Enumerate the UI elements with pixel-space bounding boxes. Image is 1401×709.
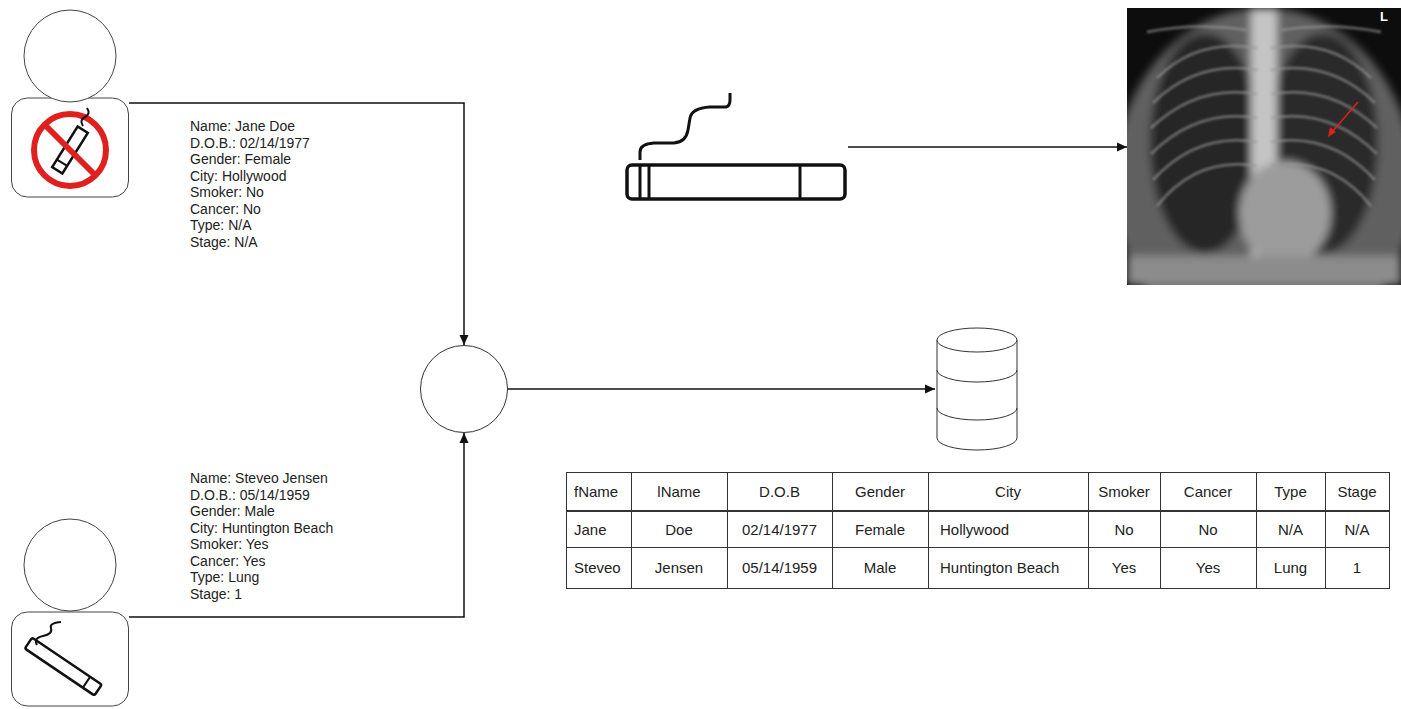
record-fields: Name: Jane DoeD.O.B.: 02/14/1977Gender: …	[190, 118, 310, 250]
arrowhead	[460, 433, 469, 443]
table-header: lName	[631, 472, 727, 511]
table-cell: Yes	[1160, 547, 1256, 588]
table-cell: Steveo	[566, 547, 631, 588]
database-cylinder	[935, 326, 1019, 452]
table-cell: Female	[832, 511, 928, 547]
table-header: D.O.B	[727, 472, 832, 511]
table-cell: Yes	[1088, 547, 1160, 588]
record-field: Stage: 1	[190, 586, 333, 603]
flow-connector	[508, 385, 935, 394]
table-cell: Male	[832, 547, 928, 588]
table-cell: Huntington Beach	[928, 547, 1088, 588]
table-cell: Lung	[1256, 547, 1325, 588]
arrowhead	[925, 385, 935, 394]
person-icon-graphic	[11, 517, 129, 709]
arrowhead	[460, 335, 469, 345]
connector-line	[508, 388, 935, 390]
table-cell: 1	[1325, 547, 1389, 588]
table-cell: No	[1088, 511, 1160, 547]
table-cell: No	[1160, 511, 1256, 547]
record-field: Name: Jane Doe	[190, 118, 310, 135]
connector-line	[129, 433, 464, 617]
connector-line	[848, 146, 1127, 148]
flow-connector	[848, 143, 1127, 152]
table-header: Cancer	[1160, 472, 1256, 511]
record-field: Type: N/A	[190, 217, 310, 234]
record-field: Cancer: No	[190, 201, 310, 218]
table-header: Gender	[832, 472, 928, 511]
cigarette-icon-graphic	[624, 90, 848, 203]
record-field: Stage: N/A	[190, 234, 310, 251]
person-icon-graphic	[11, 8, 129, 198]
record-field: Gender: Female	[190, 151, 310, 168]
record-field: Gender: Male	[190, 503, 333, 520]
table-header: Type	[1256, 472, 1325, 511]
table-cell: Doe	[631, 511, 727, 547]
table-cell: 05/14/1959	[727, 547, 832, 588]
table-cell: 02/14/1977	[727, 511, 832, 547]
database-cylinder-graphic	[935, 326, 1019, 452]
table-header: Smoker	[1088, 472, 1160, 511]
table-header: Stage	[1325, 472, 1389, 511]
record-field: City: Huntington Beach	[190, 520, 333, 537]
table-header: fName	[566, 472, 631, 511]
flow-connector	[129, 433, 469, 617]
record-field: Smoker: Yes	[190, 536, 333, 553]
table-cell: N/A	[1256, 511, 1325, 547]
record-fields: Name: Steveo JensenD.O.B.: 05/14/1959Gen…	[190, 470, 333, 602]
connector-line	[129, 103, 464, 345]
record-field: D.O.B.: 02/14/1977	[190, 135, 310, 152]
record-field: City: Hollywood	[190, 168, 310, 185]
record-field: Smoker: No	[190, 184, 310, 201]
xray-image	[1127, 8, 1401, 285]
merge-circle	[420, 345, 508, 433]
person-icon: Name: Steveo JensenD.O.B.: 05/14/1959Gen…	[11, 517, 129, 709]
flow-connector	[129, 103, 469, 345]
arrowhead	[1117, 143, 1127, 152]
record-field: Name: Steveo Jensen	[190, 470, 333, 487]
table-cell: Jane	[566, 511, 631, 547]
cigarette-icon	[624, 90, 848, 203]
table-cell: N/A	[1325, 511, 1389, 547]
table-cell: Jensen	[631, 547, 727, 588]
merge-circle-graphic	[420, 345, 508, 433]
record-field: D.O.B.: 05/14/1959	[190, 487, 333, 504]
person-icon: Name: Jane DoeD.O.B.: 02/14/1977Gender: …	[11, 8, 129, 198]
xray-image-graphic	[1127, 8, 1401, 285]
record-field: Type: Lung	[190, 569, 333, 586]
table-header: City	[928, 472, 1088, 511]
side-marker: L	[1380, 9, 1388, 24]
record-field: Cancer: Yes	[190, 553, 333, 570]
table-cell: Hollywood	[928, 511, 1088, 547]
